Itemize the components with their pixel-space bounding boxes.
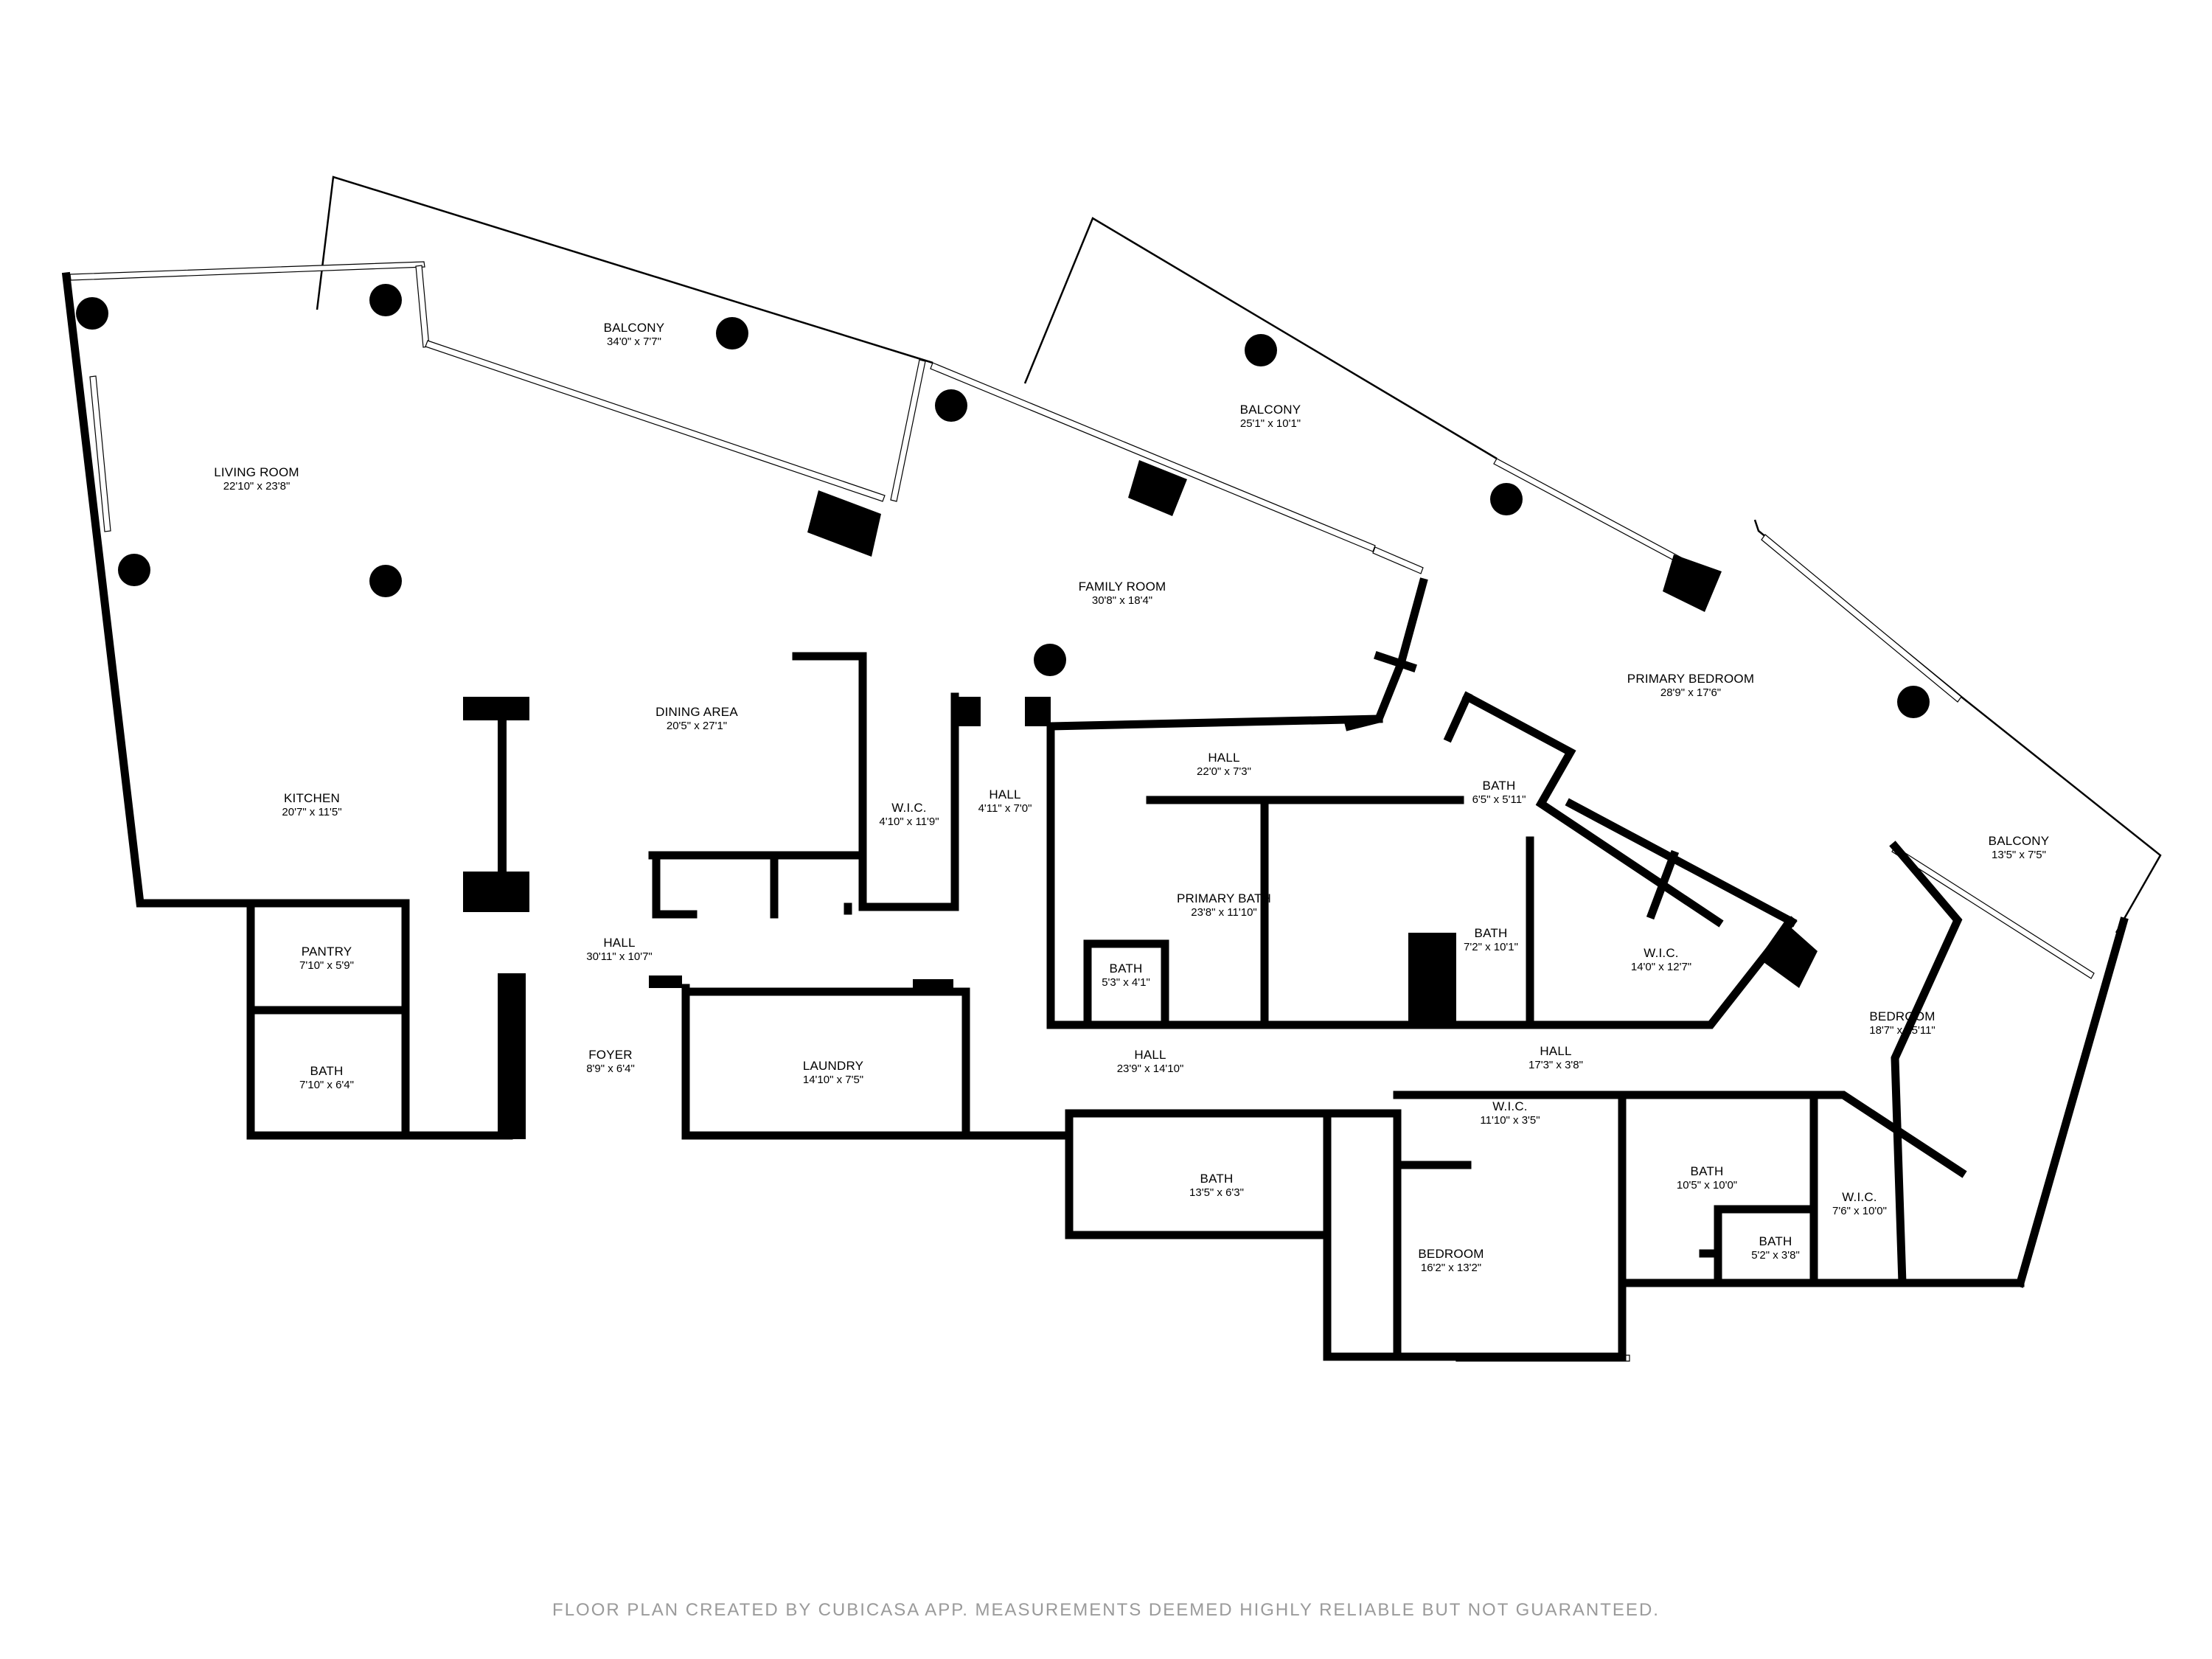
- room-dims: 7'10" x 6'4": [299, 1079, 354, 1092]
- room-dims: 28'9" x 17'6": [1660, 686, 1722, 700]
- room-dims: 14'10" x 7'5": [802, 1074, 864, 1087]
- room-dims: 23'8" x 11'10": [1191, 906, 1257, 919]
- room-dims: 8'9" x 6'4": [586, 1062, 635, 1076]
- room-dims: 13'5" x 6'3": [1189, 1186, 1244, 1200]
- room-name: PANTRY: [301, 945, 352, 959]
- room-name: BEDROOM: [1869, 1009, 1935, 1023]
- room-name: FAMILY ROOM: [1078, 580, 1166, 594]
- room-name: HALL: [1208, 751, 1240, 765]
- room-name: HALL: [603, 936, 636, 950]
- room-name: LIVING ROOM: [214, 465, 299, 479]
- room-dims: 20'7" x 11'5": [282, 806, 342, 819]
- room-dims: 11'10" x 3'5": [1480, 1114, 1540, 1127]
- room-dims: 13'5" x 7'5": [1992, 849, 2046, 862]
- solid-blocks: [463, 460, 1818, 1139]
- room-name: FOYER: [588, 1048, 633, 1062]
- windows: [69, 261, 2095, 1362]
- disclaimer-footer: FLOOR PLAN CREATED BY CUBICASA APP. MEAS…: [552, 1600, 1660, 1620]
- room-name: HALL: [989, 787, 1021, 801]
- room-dims: 10'5" x 10'0": [1676, 1179, 1738, 1192]
- room-dims: 7'6" x 10'0": [1832, 1205, 1887, 1218]
- room-name: DINING AREA: [655, 705, 738, 719]
- room-name: W.I.C.: [1492, 1099, 1528, 1113]
- room-name: BATH: [310, 1064, 344, 1078]
- room-dims: 5'2" x 3'8": [1751, 1249, 1800, 1262]
- room-dims: 17'3" x 3'8": [1528, 1059, 1583, 1072]
- room-name: LAUNDRY: [802, 1059, 864, 1073]
- room-dims: 22'10" x 23'8": [223, 480, 291, 493]
- room-dims: 18'7" x 15'11": [1869, 1024, 1935, 1037]
- room-dims: 34'0" x 7'7": [607, 335, 661, 349]
- walls: [61, 271, 2129, 1361]
- room-name: BATH: [1474, 926, 1508, 940]
- room-name: BATH: [1200, 1172, 1234, 1186]
- room-dims: 6'5" x 5'11": [1472, 793, 1526, 807]
- room-dims: 25'1" x 10'1": [1239, 417, 1301, 431]
- room-name: BALCONY: [1239, 403, 1301, 417]
- room-dims: 5'3" x 4'1": [1102, 976, 1150, 990]
- room-dims: 4'10" x 11'9": [879, 815, 939, 829]
- room-label-wic-2: W.I.C.14'0" x 12'7": [1631, 945, 1691, 975]
- room-name: PRIMARY BATH: [1176, 891, 1272, 905]
- room-dims: 16'2" x 13'2": [1420, 1262, 1482, 1275]
- room-name: W.I.C.: [1842, 1190, 1877, 1204]
- room-name: PRIMARY BEDROOM: [1627, 672, 1755, 686]
- room-name: BATH: [1690, 1164, 1724, 1178]
- room-dims: 23'9" x 14'10": [1116, 1062, 1184, 1076]
- balcony-outlines: [316, 175, 2162, 933]
- room-dims: 14'0" x 12'7": [1630, 961, 1692, 974]
- columns: [76, 284, 1930, 718]
- room-name: BALCONY: [1988, 834, 2050, 848]
- room-dims: 7'2" x 10'1": [1464, 941, 1518, 954]
- room-dims: 20'5" x 27'1": [666, 720, 728, 733]
- room-label-wic-4: W.I.C.7'6" x 10'0": [1832, 1189, 1887, 1219]
- room-dims: 30'8" x 18'4": [1091, 594, 1153, 608]
- room-dims: 4'11" x 7'0": [978, 802, 1032, 815]
- room-name: KITCHEN: [283, 791, 341, 805]
- room-name: BATH: [1482, 779, 1516, 793]
- room-label-wic-1: W.I.C.4'10" x 11'9": [879, 800, 939, 830]
- room-name: HALL: [1540, 1044, 1572, 1058]
- room-dims: 22'0" x 7'3": [1197, 765, 1251, 779]
- room-name: W.I.C.: [891, 801, 927, 815]
- room-name: HALL: [1134, 1048, 1166, 1062]
- room-dims: 30'11" x 10'7": [586, 950, 653, 964]
- room-name: BATH: [1759, 1234, 1792, 1248]
- room-name: W.I.C.: [1644, 946, 1679, 960]
- room-label-wic-3: W.I.C.11'10" x 3'5": [1480, 1099, 1540, 1128]
- room-name: BEDROOM: [1418, 1247, 1484, 1261]
- room-dims: 7'10" x 5'9": [299, 959, 354, 973]
- room-name: BALCONY: [603, 321, 665, 335]
- room-name: BATH: [1109, 961, 1143, 975]
